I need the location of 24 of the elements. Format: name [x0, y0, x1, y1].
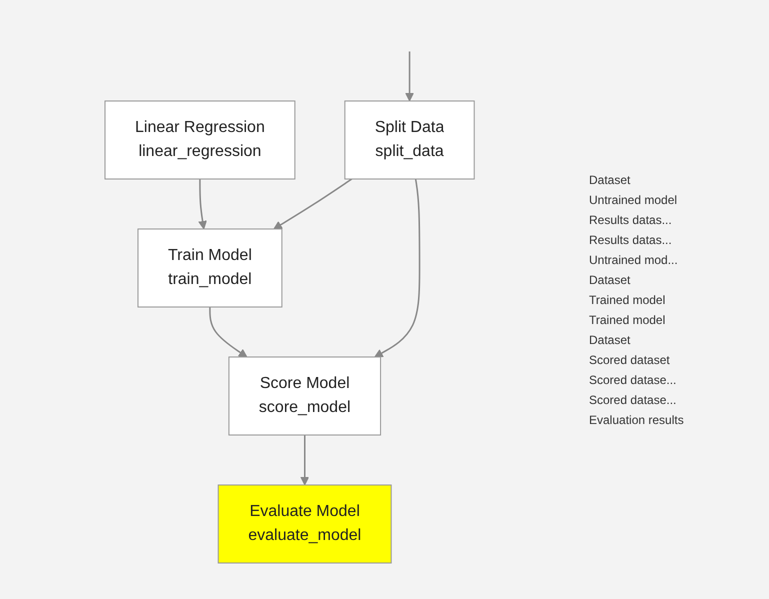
node-box: Evaluate Model evaluate_model	[218, 484, 392, 564]
arrow	[273, 178, 352, 230]
port-label: Scored datase...	[589, 392, 678, 406]
port-label: Dataset	[589, 332, 632, 346]
arrow	[405, 51, 414, 102]
node-box: Score Model score_model	[228, 356, 381, 436]
port-label: Scored datase...	[589, 372, 678, 386]
port-label: Untrained model	[589, 192, 678, 206]
arrow	[374, 178, 420, 358]
port-label: Dataset	[589, 272, 632, 286]
node-box: Split Data split_data	[344, 100, 475, 180]
port-label: Dataset	[589, 172, 632, 186]
port-label: Scored dataset	[589, 352, 671, 366]
port-label: Untrained mod...	[589, 252, 679, 266]
arrow	[300, 435, 310, 486]
port-label: Results datas...	[589, 232, 673, 246]
port-label: Trained model	[589, 292, 666, 306]
node-box: Train Model train_model	[137, 228, 282, 308]
arrow	[198, 179, 207, 230]
port-label: Trained model	[589, 312, 666, 326]
port-label: Results datas...	[589, 212, 673, 226]
arrow	[209, 307, 248, 358]
node-box: Linear Regression linear_regression	[104, 100, 296, 180]
port-label: Evaluation results	[589, 412, 685, 426]
